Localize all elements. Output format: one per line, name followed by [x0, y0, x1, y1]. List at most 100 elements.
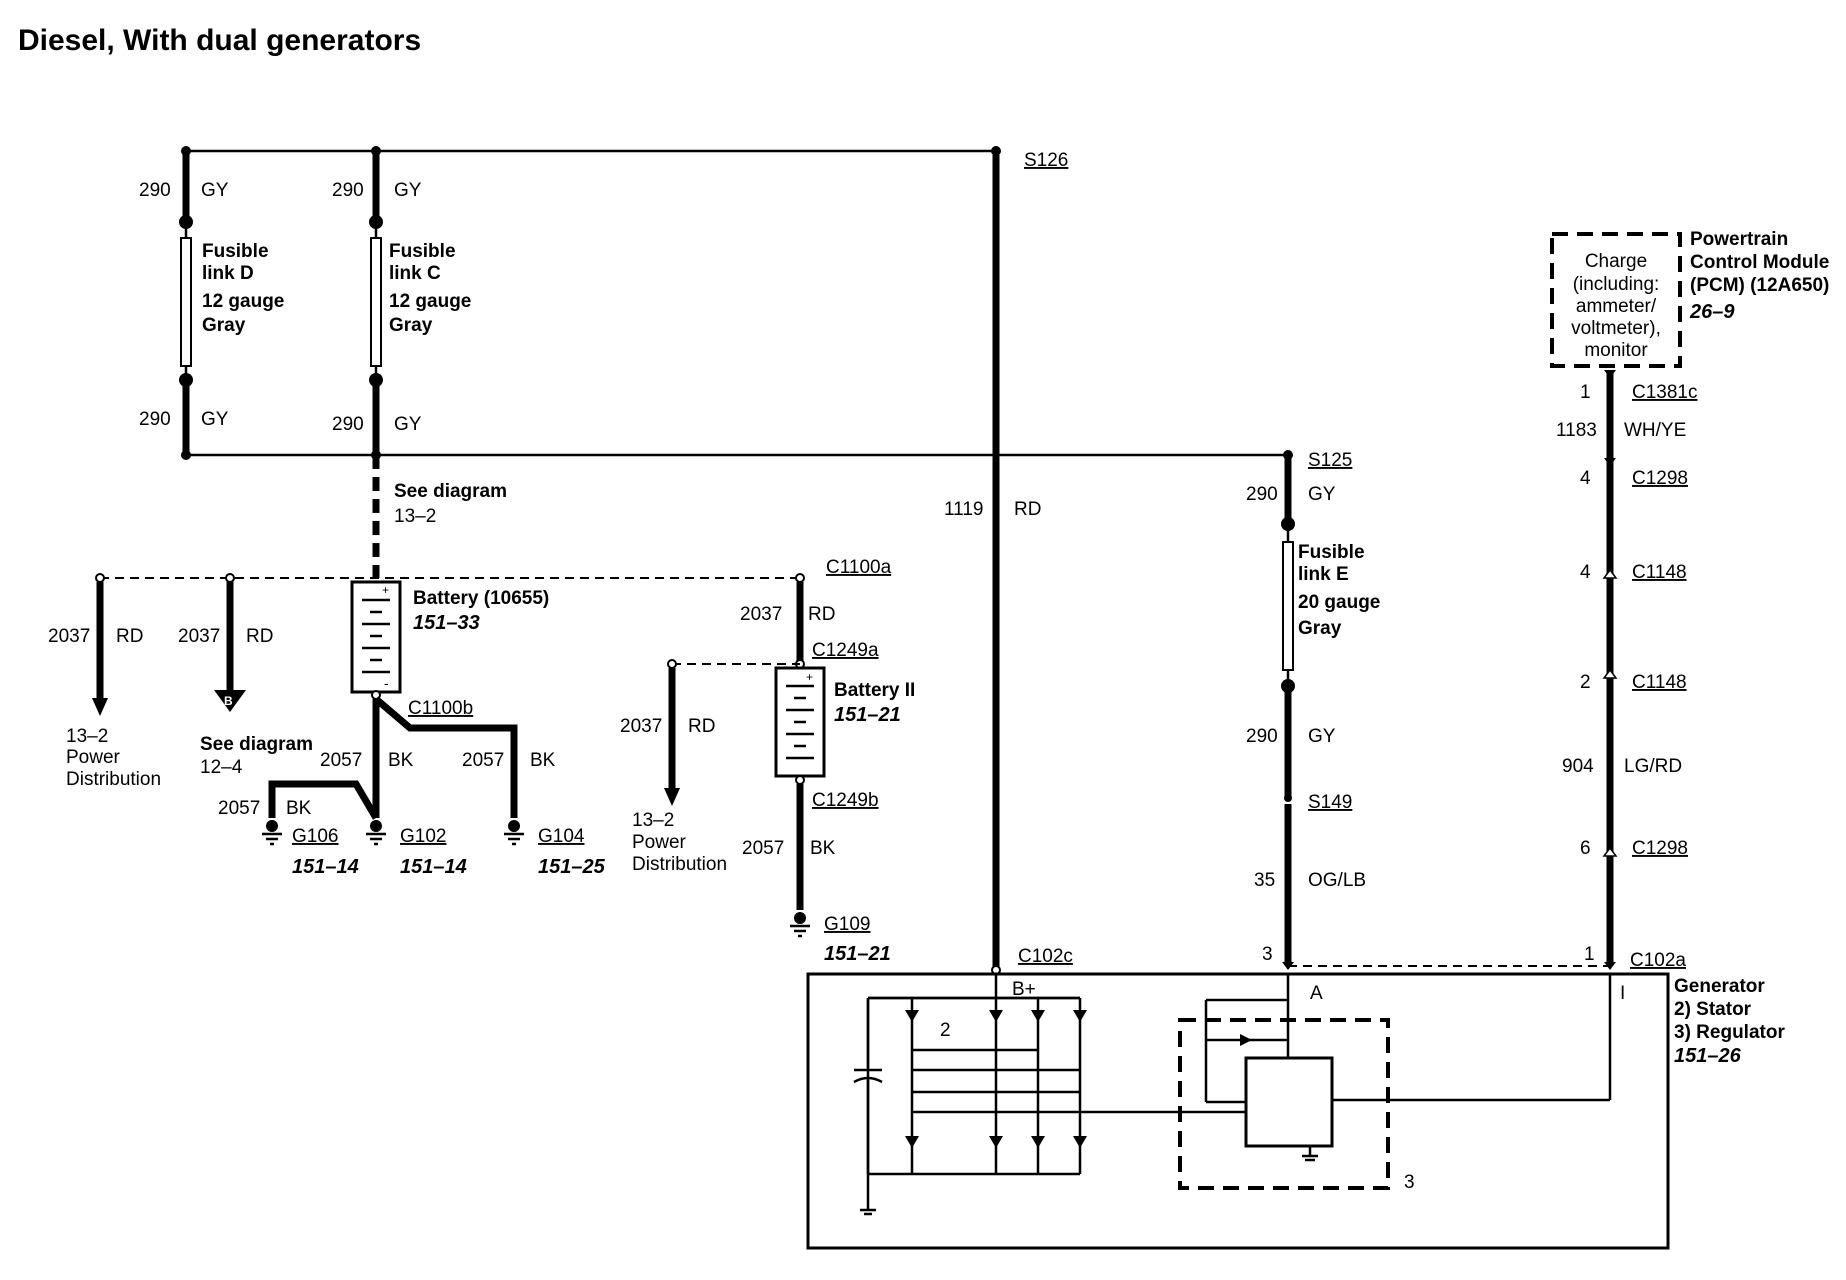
generator-l3: 3) Regulator	[1674, 1022, 1785, 1043]
power-dist-right-l1: 13–2	[632, 810, 674, 831]
pin-3-a: 3	[1262, 944, 1273, 965]
power-dist-right-l3: Distribution	[632, 854, 727, 875]
circuit-2057-g104-num: 2057	[462, 750, 504, 771]
fusible-d-circuit-top: 290	[139, 180, 171, 201]
circuit-2057-g109-num: 2057	[742, 838, 784, 859]
circuit-2037-left: 2037 RD 13–2 Power Distribution	[48, 582, 161, 790]
generator-l2: 2) Stator	[1674, 999, 1752, 1020]
ground-g109: G109 151–21	[790, 912, 891, 965]
fusible-e-circuit-top: 290	[1246, 484, 1278, 505]
svg-text:B: B	[224, 694, 233, 708]
see-diagram-13-2: See diagram 13–2	[372, 455, 507, 578]
connector-c1148-top: C1148	[1632, 562, 1687, 583]
circuit-2037-right: 2037 RD 13–2 Power Distribution	[620, 659, 800, 875]
fusible-c-label-4: Gray	[389, 315, 433, 336]
ground-g109-id: G109	[824, 914, 870, 935]
circuit-2057-g102-color: BK	[388, 750, 414, 771]
pcm-name-l2: Control Module	[1690, 252, 1829, 273]
fusible-e-circuit-bottom: 290	[1246, 726, 1278, 747]
connector-c102a: C102a	[1630, 950, 1686, 971]
connector-c1148-bottom: C1148	[1632, 672, 1687, 693]
battery-ii: + Battery II 151–21 C1249b 2057 BK	[742, 666, 915, 910]
fusible-d-label-2: link D	[202, 263, 254, 284]
circuit-1119-color: RD	[1014, 499, 1041, 520]
terminal-a: A	[1310, 983, 1323, 1004]
battery2-ref: 151–21	[834, 704, 901, 726]
circuit-2057-g104-color: BK	[530, 750, 556, 771]
circuit-1183-color: WH/YE	[1624, 420, 1686, 441]
connector-c1298-bottom: C1298	[1632, 838, 1688, 859]
power-dist-left-l3: Distribution	[66, 769, 161, 790]
power-dist-left-l1: 13–2	[66, 726, 108, 747]
battery1-name: Battery (10655)	[413, 588, 549, 609]
ground-g104-id: G104	[538, 826, 585, 847]
ground-g106-ref: 151–14	[292, 856, 359, 878]
ground-g102: G102 151–14	[366, 820, 467, 878]
battery1-ref: 151–33	[413, 612, 480, 634]
fusible-c-label-1: Fusible	[389, 241, 456, 262]
connector-c1381c: C1381c	[1632, 382, 1698, 403]
fusible-d-color-top: GY	[201, 180, 229, 201]
fusible-e-label-2: link E	[1298, 564, 1349, 585]
fusible-link-d: 290 GY Fusible link D 12 gauge Gray 290 …	[139, 151, 284, 455]
connector-c1249a: C1249a	[812, 640, 879, 661]
svg-text:+: +	[382, 583, 389, 597]
stator-number: 2	[940, 1020, 951, 1041]
regulator-number: 3	[1404, 1172, 1415, 1193]
ground-g109-ref: 151–21	[824, 943, 891, 965]
pin-4-c1298-top: 4	[1580, 468, 1591, 489]
power-dist-right-l2: Power	[632, 832, 687, 853]
circuit-2037-mid-color: RD	[246, 626, 273, 647]
fusible-c-circuit-bottom: 290	[332, 414, 364, 435]
battery-2-feed: C1100a 2037 RD C1249a	[740, 557, 892, 669]
see-diagram-12-4-l2: 12–4	[200, 757, 243, 778]
circuit-2057-g109-color: BK	[810, 838, 836, 859]
pin-2-c1148: 2	[1580, 672, 1591, 693]
fusible-d-label-1: Fusible	[202, 241, 269, 262]
connector-c1100a: C1100a	[826, 557, 892, 578]
fusible-e-label-1: Fusible	[1298, 542, 1365, 563]
fusible-c-circuit-top: 290	[332, 180, 364, 201]
fusible-link-e: S125 290 GY Fusible link E 20 gauge Gray…	[1246, 450, 1380, 970]
splice-s126: S126	[1024, 150, 1068, 171]
terminal-i: I	[1620, 983, 1625, 1004]
connector-c1100b: C1100b	[408, 698, 473, 719]
see-diagram-13-2-l1: See diagram	[394, 481, 507, 502]
see-diagram-13-2-l2: 13–2	[394, 506, 436, 527]
circuit-2037-right-num: 2037	[620, 716, 662, 737]
pin-1-c102a: 1	[1584, 944, 1595, 965]
ground-g104: G104 151–25	[504, 820, 606, 878]
pin-1-c1381c: 1	[1580, 382, 1591, 403]
splice-s149: S149	[1308, 792, 1352, 813]
fusible-d-label-4: Gray	[202, 315, 246, 336]
circuit-904-color: LG/RD	[1624, 756, 1682, 777]
svg-text:-: -	[384, 675, 389, 691]
fusible-e-label-3: 20 gauge	[1298, 592, 1380, 613]
pin-6-c1298: 6	[1580, 838, 1591, 859]
generator-l1: Generator	[1674, 976, 1765, 997]
diagram-title: Diesel, With dual generators	[18, 24, 421, 57]
fusible-link-c: 290 GY Fusible link C 12 gauge Gray 290 …	[332, 151, 471, 455]
battery2-name: Battery II	[834, 680, 915, 701]
circuit-35-color: OG/LB	[1308, 870, 1366, 891]
fusible-d-circuit-bottom: 290	[139, 409, 171, 430]
circuit-1119: S126 1119 RD C102c	[944, 150, 1073, 975]
circuit-2057-g106-color: BK	[286, 798, 312, 819]
battery1-ground-wires: 2057 BK 2057 BK 2057 BK	[218, 696, 556, 820]
pcm-name-l1: Powertrain	[1690, 229, 1788, 250]
circuit-1183-num: 1183	[1556, 420, 1597, 441]
fusible-c-label-2: link C	[389, 263, 441, 284]
fusible-e-color-bottom: GY	[1308, 726, 1336, 747]
pcm-box-l4: voltmeter),	[1571, 318, 1661, 339]
circuit-2037-bat2-color: RD	[808, 604, 835, 625]
ground-g102-id: G102	[400, 826, 446, 847]
circuit-2037-to-12-4: B 2037 RD See diagram 12–4	[178, 582, 313, 778]
connector-c102c: C102c	[1018, 946, 1073, 967]
circuit-2037-bat2-num: 2037	[740, 604, 782, 625]
fusible-e-label-4: Gray	[1298, 618, 1342, 639]
splice-s125: S125	[1308, 450, 1352, 471]
pcm-box-l2: (including:	[1573, 274, 1660, 295]
circuit-1119-num: 1119	[944, 499, 983, 520]
pin-4-c1148: 4	[1580, 562, 1591, 583]
